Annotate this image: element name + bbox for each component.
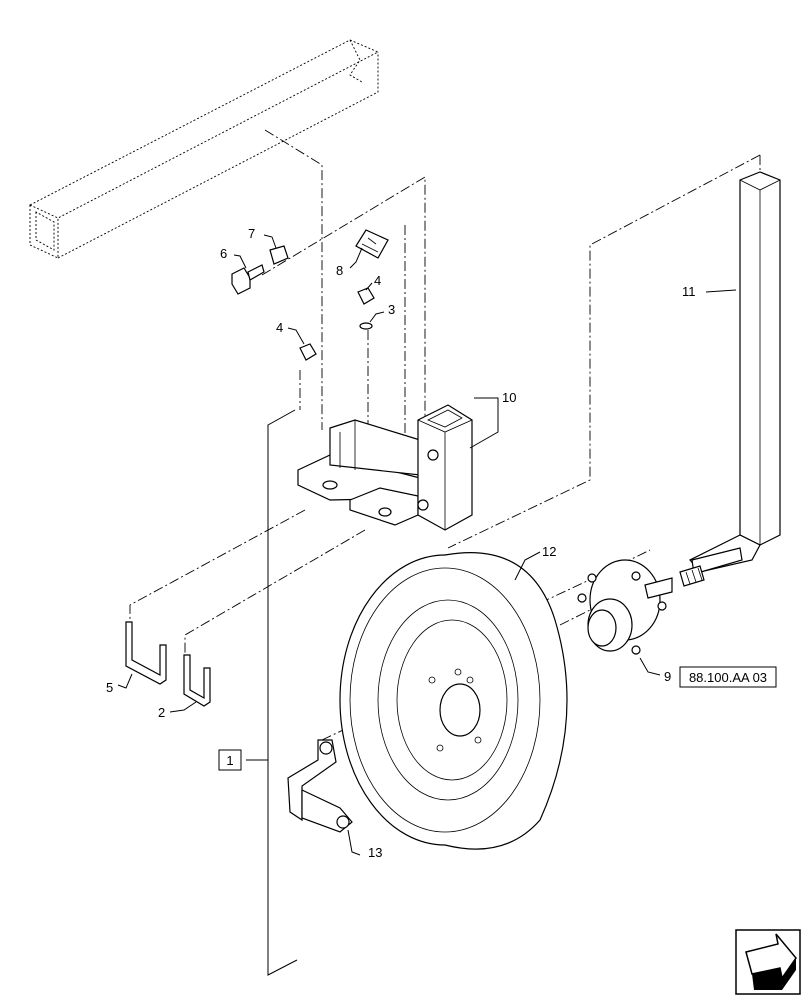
reference-label[interactable]: 88.100.AA 03 <box>689 670 767 685</box>
stub-bracket <box>287 739 353 833</box>
frame-beam <box>28 39 380 259</box>
u-bolt-2 <box>183 654 211 707</box>
nut-lower <box>299 343 317 361</box>
decal <box>355 229 389 259</box>
callout-1: 1 <box>226 753 233 768</box>
callout-7: 7 <box>248 226 255 241</box>
next-page-arrow-icon[interactable] <box>735 929 801 995</box>
hardware <box>231 229 389 361</box>
lock-nut <box>269 245 289 265</box>
callout-labels: 1 2 3 4 4 5 6 7 8 9 10 11 12 13 <box>106 226 696 860</box>
mounting-bracket <box>297 404 473 531</box>
wheel <box>339 552 568 850</box>
callout-5: 5 <box>106 680 113 695</box>
u-bolts <box>125 621 211 707</box>
callout-2: 2 <box>158 705 165 720</box>
washer <box>359 322 373 330</box>
callout-4-upper: 4 <box>374 273 381 288</box>
callout-3: 3 <box>388 302 395 317</box>
reference-box[interactable] <box>679 666 777 688</box>
callout-13: 13 <box>368 845 382 860</box>
spindle-post <box>679 171 781 587</box>
callout-6: 6 <box>220 246 227 261</box>
callout-12: 12 <box>542 544 556 559</box>
u-bolt-5 <box>125 621 167 685</box>
bolt-head <box>231 267 251 295</box>
callout-11: 11 <box>682 284 696 299</box>
nut-upper <box>357 287 375 305</box>
callout-8: 8 <box>336 263 343 278</box>
reference-link[interactable]: 88.100.AA 03 <box>679 666 777 688</box>
callout-10: 10 <box>502 390 516 405</box>
callout-4-lower: 4 <box>276 320 283 335</box>
hub <box>577 559 673 655</box>
callout-1-box <box>218 749 242 771</box>
leader-lines <box>117 234 737 856</box>
assembly-bracket <box>246 409 298 976</box>
callout-9: 9 <box>664 669 671 684</box>
bolt-shank <box>247 264 265 281</box>
